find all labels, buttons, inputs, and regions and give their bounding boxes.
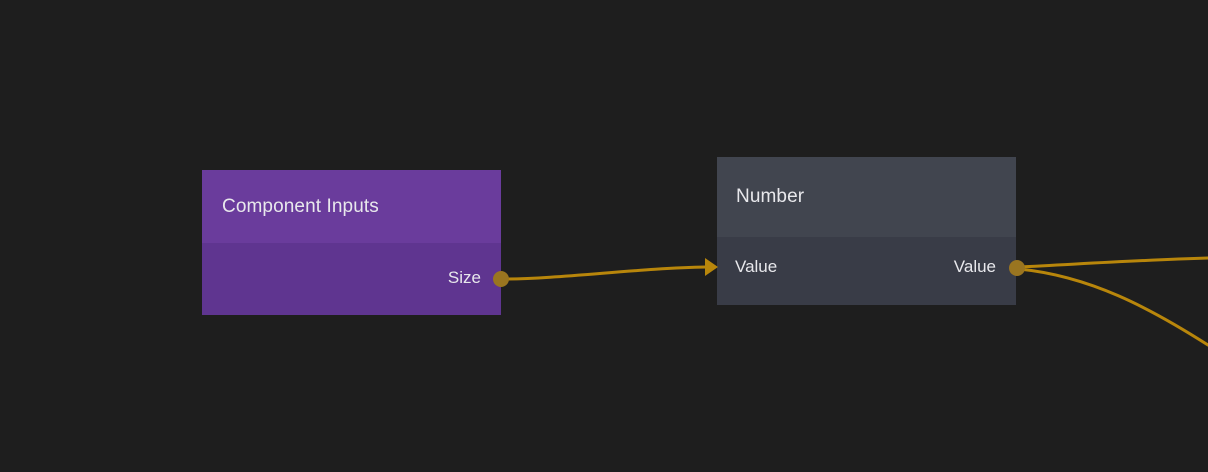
output-port-label-size: Size [447,268,481,287]
node-header[interactable]: Component Inputs [202,170,501,243]
node-header[interactable]: Number [717,157,1016,237]
edge-size-to-value [501,265,708,281]
node-component-inputs[interactable]: Component Inputs Size [202,170,501,315]
port-arrow-icon-value-input[interactable] [705,258,718,276]
output-port-label-value: Value [953,257,996,276]
node-title: Component Inputs [222,195,379,217]
output-port-row: Size [202,268,501,288]
port-dot-icon-size-output[interactable] [493,271,509,287]
port-row: Value Value [717,257,1016,277]
edge-value-out-flat [1017,256,1208,269]
input-port-label-value: Value [735,257,778,276]
edge-value-out-descending [1017,267,1208,347]
node-title: Number [736,186,805,207]
node-body: Size [202,243,501,315]
node-number[interactable]: Number Value Value [717,157,1016,305]
node-body: Value Value [717,237,1016,305]
port-dot-icon-value-output[interactable] [1009,260,1025,276]
